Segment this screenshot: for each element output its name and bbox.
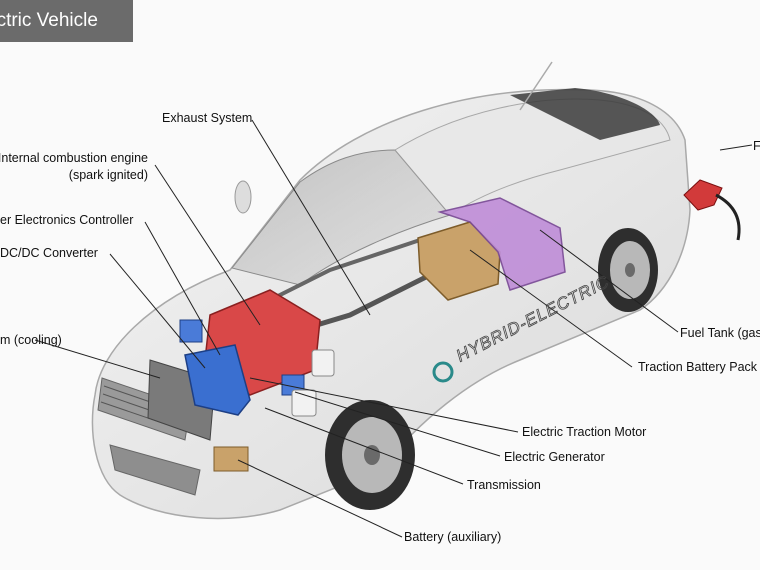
label-fuel-tank: Fuel Tank (gaso bbox=[680, 326, 760, 340]
side-mirror bbox=[234, 180, 252, 214]
label-electric-traction-motor: Electric Traction Motor bbox=[522, 425, 647, 439]
leader-dcdc bbox=[109, 253, 206, 369]
hybrid-emblem bbox=[432, 361, 454, 383]
fuel-tank-block bbox=[437, 197, 566, 291]
leader-generator bbox=[294, 391, 501, 457]
label-traction-battery-pack: Traction Battery Pack bbox=[638, 360, 758, 374]
leader-traction-pack bbox=[469, 249, 633, 368]
label-fuel-filler: F bbox=[753, 139, 760, 153]
leader-exhaust bbox=[251, 119, 371, 316]
label-battery-auxiliary: Battery (auxiliary) bbox=[404, 530, 502, 544]
label-electric-generator: Electric Generator bbox=[504, 450, 605, 464]
label-ice-line2: (spark ignited) bbox=[68, 168, 148, 182]
leader-cooling bbox=[34, 339, 161, 379]
leader-transmission bbox=[264, 407, 464, 485]
leader-lines bbox=[34, 119, 753, 538]
label-ice-line1: Internal combustion engine bbox=[0, 151, 148, 165]
traction-motor-block bbox=[184, 344, 251, 416]
label-cooling: m (cooling) bbox=[0, 333, 62, 347]
aux-battery-block bbox=[213, 446, 249, 472]
front-wheel bbox=[325, 400, 415, 510]
leader-fuel-tank bbox=[539, 229, 679, 333]
rear-wheel bbox=[598, 228, 658, 312]
leader-pec bbox=[144, 221, 221, 356]
rear-window bbox=[510, 88, 660, 140]
label-exhaust-system: Exhaust System bbox=[162, 111, 253, 125]
coolant-reservoir bbox=[291, 389, 317, 417]
label-power-electronics: er Electronics Controller bbox=[0, 213, 134, 227]
leader-fuel-filler bbox=[719, 144, 753, 151]
dcdc-converter-block bbox=[179, 319, 203, 343]
label-transmission: Transmission bbox=[467, 478, 541, 492]
antenna bbox=[519, 61, 553, 111]
page-title: ectric Vehicle bbox=[0, 0, 133, 42]
leader-ice bbox=[154, 164, 261, 326]
leader-battery bbox=[237, 459, 403, 538]
coolant-reservoir-2 bbox=[311, 349, 335, 377]
fuel-hose bbox=[715, 193, 741, 241]
leader-motor bbox=[249, 377, 519, 433]
label-dcdc-converter: DC/DC Converter bbox=[0, 246, 98, 260]
